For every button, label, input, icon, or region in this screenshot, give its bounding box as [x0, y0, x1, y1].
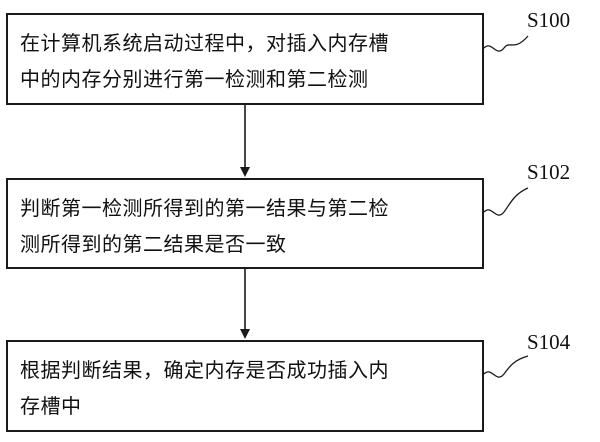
- step-text-line: 判断第一检测所得到的第一结果与第二检: [20, 196, 389, 220]
- step-box-s102: 判断第一检测所得到的第一结果与第二检 测所得到的第二结果是否一致: [6, 178, 484, 269]
- step-text-line: 中的内存分别进行第一检测和第二检测: [20, 67, 369, 91]
- leader-line-s102: [483, 187, 529, 216]
- step-box-s100: 在计算机系统启动过程中，对插入内存槽 中的内存分别进行第一检测和第二检测: [6, 13, 484, 105]
- leader-line-s100: [483, 35, 529, 52]
- leader-line-s104: [483, 355, 529, 378]
- step-box-s104: 根据判断结果，确定内存是否成功插入内 存槽中: [6, 340, 484, 432]
- step-text-line: 测所得到的第二结果是否一致: [20, 232, 287, 256]
- step-label-s104: S104: [527, 330, 571, 354]
- step-label-s100: S100: [527, 8, 571, 32]
- step-text-line: 根据判断结果，确定内存是否成功插入内: [20, 358, 389, 382]
- step-label-s102: S102: [527, 160, 571, 184]
- step-text-line: 在计算机系统启动过程中，对插入内存槽: [20, 31, 389, 55]
- step-text-line: 存槽中: [20, 394, 82, 418]
